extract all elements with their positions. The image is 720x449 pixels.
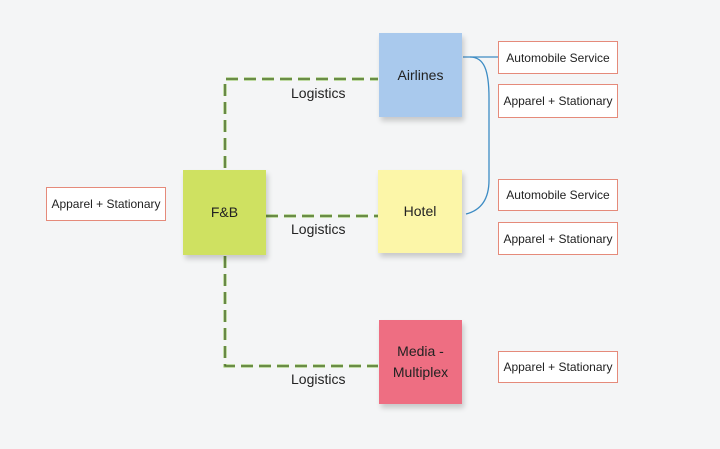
airlines-label: Airlines [397, 66, 444, 83]
media-label-line2: Multiplex [392, 364, 449, 380]
connector-fnb-media [223, 256, 378, 368]
fnb-label: F&B [210, 204, 239, 220]
tag-media-apparel-stationary[interactable]: Apparel + Stationary [498, 351, 618, 383]
hotel-label: Hotel [403, 203, 437, 219]
tag-airlines-apparel-stationary[interactable]: Apparel + Stationary [498, 84, 618, 118]
edge-label-hotel-logistics: Logistics [291, 221, 346, 237]
tag-airlines-automobile-service[interactable]: Automobile Service [498, 41, 618, 74]
airlines-sticky-note[interactable]: Airlines [379, 33, 462, 117]
connector-fnb-airlines-core [224, 78, 378, 168]
hotel-sticky-note[interactable]: Hotel [378, 170, 462, 253]
media-label-line1: Media - [397, 343, 444, 359]
connector-fnb-media-core [224, 256, 378, 367]
tag-fnb-apparel-stationary[interactable]: Apparel + Stationary [46, 187, 166, 221]
tag-hotel-apparel-stationary[interactable]: Apparel + Stationary [498, 222, 618, 255]
media-multiplex-sticky-note[interactable]: Media - Multiplex [379, 320, 462, 404]
connector-hotel-automobile [465, 56, 490, 215]
edge-label-airlines-logistics: Logistics [291, 85, 346, 101]
tag-hotel-automobile-service[interactable]: Automobile Service [498, 179, 618, 211]
fnb-sticky-note[interactable]: F&B [183, 170, 266, 255]
edge-label-media-logistics: Logistics [291, 371, 346, 387]
